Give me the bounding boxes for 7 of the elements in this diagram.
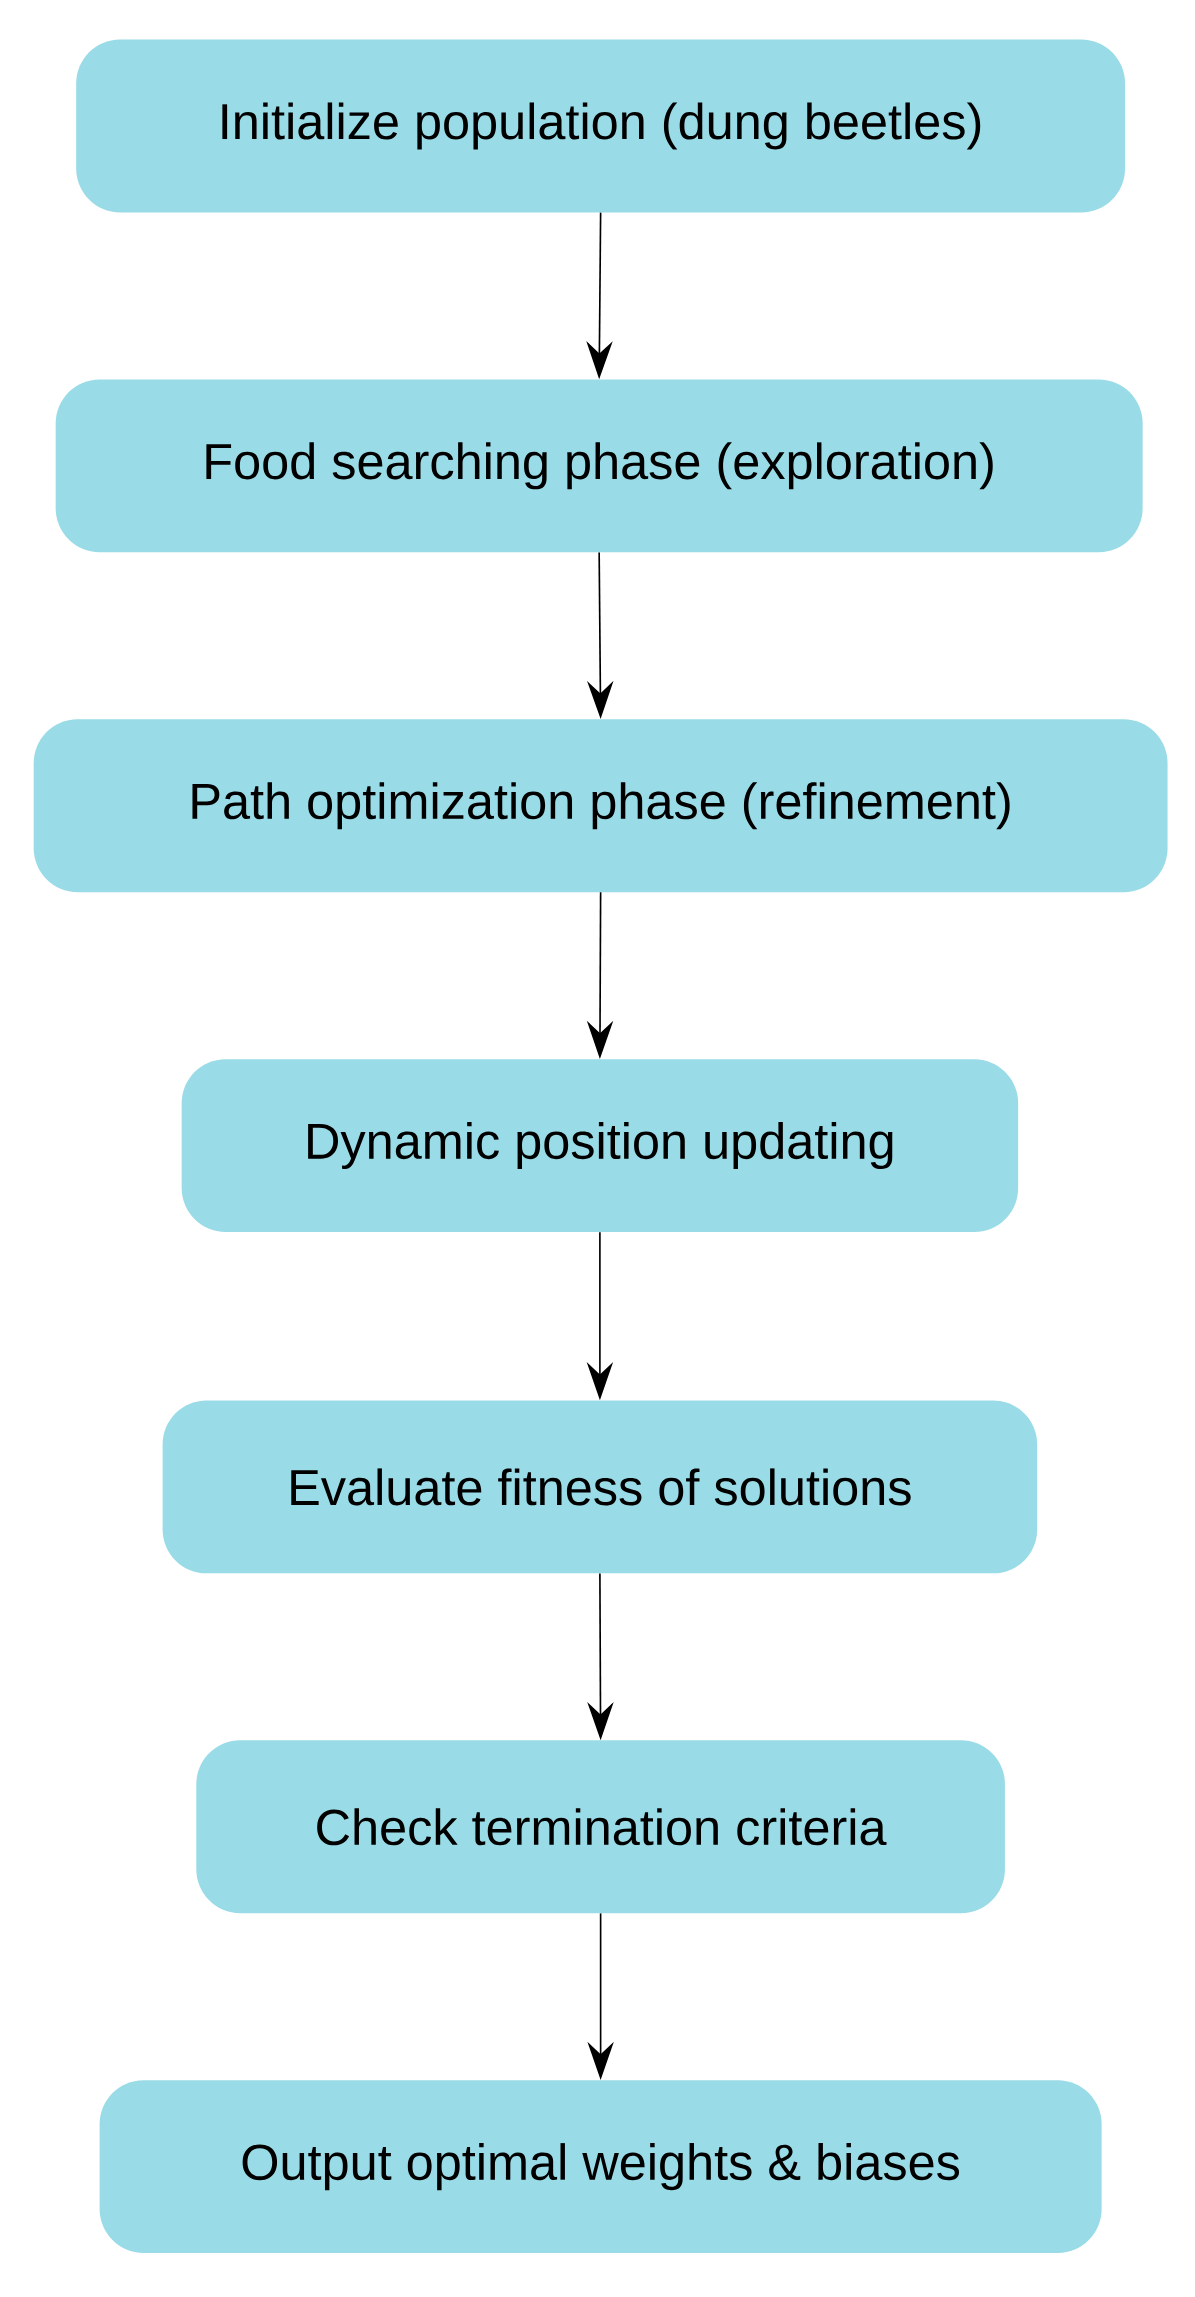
process-box: Check termination criteria (196, 1740, 1005, 1914)
process-box: Food searching phase (exploration) (55, 379, 1143, 553)
process-box: Path optimization phase (refinement) (33, 719, 1168, 893)
process-box: Output optimal weights & biases (99, 2080, 1102, 2254)
process-box: Evaluate fitness of solutions (162, 1400, 1037, 1574)
process-box: Initialize population (dung beetles) (76, 39, 1125, 213)
process-box: Dynamic position updating (181, 1059, 1018, 1232)
